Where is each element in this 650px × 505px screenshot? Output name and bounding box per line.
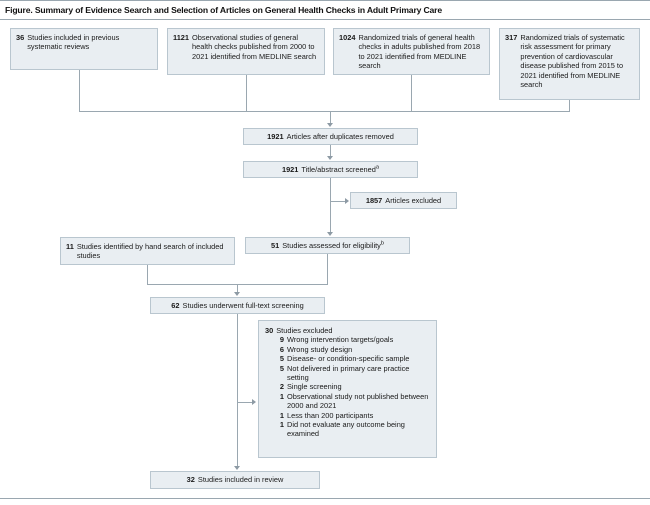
exclusion-reason-count: 9 [279,335,284,345]
screened-count: 1921 [281,164,299,174]
excluded-line: 1857 Articles excluded [366,196,441,205]
box-title-abstract-screened: 1921 Title/abstract screeneda [243,161,418,178]
fulltext-line: 62 Studies underwent full-text screening [171,301,303,310]
source-box-observational-medline: 1121 Observational studies of general he… [167,28,325,75]
exclusion-total-label: Studies excluded [276,326,333,335]
connector-screened-to-excluded [330,201,346,202]
box-included-in-review: 32 Studies included in review [150,471,320,489]
excluded-count: 1857 [365,195,383,205]
source-count: 317 [505,33,518,42]
source-label: Observational studies of general health … [192,33,317,61]
connector-source-3-down [411,75,412,112]
source-line: 317 Randomized trials of systematic risk… [505,33,634,89]
source-label: Studies included in previous systematic … [27,33,120,52]
connector-source-2-down [246,75,247,112]
duplicates-label: Articles after duplicates removed [286,131,394,141]
box-hand-search: 11 Studies identified by hand search of … [60,237,235,265]
exclusion-reason-item: 9 Wrong intervention targets/goals [265,335,431,344]
assessed-label: Studies assessed for eligibilityb [282,240,384,250]
source-line: 1024 Randomized trials of general health… [339,33,484,71]
arrow-to-full-text-screening [234,292,240,296]
arrow-to-assessed-eligibility [327,232,333,236]
included-count: 32 [186,475,195,485]
box-exclusion-reasons: 30 Studies excluded 9 Wrong intervention… [258,320,437,458]
box-assessed-for-eligibility: 51 Studies assessed for eligibilityb [245,237,410,254]
source-count: 1024 [339,33,356,42]
arrow-to-duplicates [327,123,333,127]
exclusion-reason-label: Disease- or condition-specific sample [287,354,410,364]
connector-fulltext-down [237,314,238,467]
exclusion-reason-label: Single screening [287,382,342,392]
arrow-to-exclusion-reasons [252,399,256,405]
arrow-to-articles-excluded [345,198,349,204]
duplicates-line: 1921 Articles after duplicates removed [267,132,394,141]
exclusion-reason-label: Did not evaluate any outcome being exami… [287,420,405,439]
connector-merge-to-fulltext [237,284,238,293]
exclusion-reason-count: 5 [279,354,284,364]
box-full-text-screening: 62 Studies underwent full-text screening [150,297,325,314]
source-count: 1121 [173,33,190,42]
source-label: Randomized trials of general health chec… [358,33,481,71]
connector-assessed-down [327,254,328,284]
exclusion-reason-count: 2 [279,382,284,392]
duplicates-count: 1921 [267,131,284,141]
footnote-marker-a: a [375,164,380,171]
connector-fulltext-to-exclusions [237,402,253,403]
arrow-to-included-in-review [234,466,240,470]
exclusion-reason-item: 6 Wrong study design [265,345,431,354]
figure-title: Figure. Summary of Evidence Search and S… [5,5,443,15]
connector-screened-down [330,178,331,233]
exclusion-reason-item: 2 Single screening [265,382,431,391]
hand-search-line: 11 Studies identified by hand search of … [66,242,229,261]
exclusion-reason-count: 6 [279,344,284,354]
exclusion-reason-item: 1 Did not evaluate any outcome being exa… [265,420,431,439]
box-articles-excluded: 1857 Articles excluded [350,192,457,209]
fulltext-count: 62 [171,300,180,310]
source-line: 36 Studies included in previous systemat… [16,33,152,52]
box-articles-after-duplicates: 1921 Articles after duplicates removed [243,128,418,145]
exclusion-reason-label: Wrong study design [287,344,353,354]
excluded-label: Articles excluded [385,195,442,205]
assessed-line: 51 Studies assessed for eligibilityb [271,241,384,250]
connector-source-1-down [79,70,80,112]
exclusion-reason-count: 1 [279,420,284,430]
exclusion-reason-label: Wrong intervention targets/goals [287,335,394,345]
connector-hand-search-down [147,265,148,284]
hand-search-label: Studies identified by hand search of inc… [76,242,224,261]
figure-title-bar: Figure. Summary of Evidence Search and S… [0,0,650,20]
exclusion-reason-count: 1 [279,410,284,420]
connector-manifold-to-duplicates [330,111,331,124]
exclusion-reason-item: 5 Disease- or condition-specific sample [265,354,431,363]
screened-label: Title/abstract screeneda [301,164,380,174]
hand-search-count: 11 [66,242,74,251]
exclusion-reason-label: Observational study not published betwee… [287,391,429,411]
exclusion-reason-label: Not delivered in primary care practice s… [287,363,410,383]
assessed-count: 51 [271,240,280,250]
exclusion-total-count: 30 [265,326,274,335]
arrow-to-title-abstract-screened [327,156,333,160]
included-line: 32 Studies included in review [187,475,284,484]
exclusion-reason-item: 1 Observational study not published betw… [265,392,431,411]
exclusion-reason-count: 1 [279,391,284,401]
exclusion-reason-label: Less than 200 participants [287,410,374,420]
figure-bottom-rule [0,498,650,499]
exclusion-reason-item: 5 Not delivered in primary care practice… [265,364,431,383]
exclusion-total-line: 30 Studies excluded [265,326,431,335]
connector-source-4-down [569,100,570,112]
connector-manifold-horizontal [79,111,570,112]
exclusion-reason-count: 5 [279,363,284,373]
source-box-prev-systematic-reviews: 36 Studies included in previous systemat… [10,28,158,70]
source-label: Randomized trials of systematic risk ass… [520,33,625,90]
exclusion-reason-item: 1 Less than 200 participants [265,411,431,420]
connector-duplicates-to-screened [330,145,331,157]
included-label: Studies included in review [197,475,284,485]
source-box-rct-general-health-checks: 1024 Randomized trials of general health… [333,28,490,75]
source-box-rct-risk-assessment: 317 Randomized trials of systematic risk… [499,28,640,100]
fulltext-label: Studies underwent full-text screening [182,300,304,310]
screened-line: 1921 Title/abstract screeneda [282,165,379,174]
footnote-marker-b: b [380,240,384,247]
source-line: 1121 Observational studies of general he… [173,33,319,61]
source-count: 36 [16,33,25,42]
